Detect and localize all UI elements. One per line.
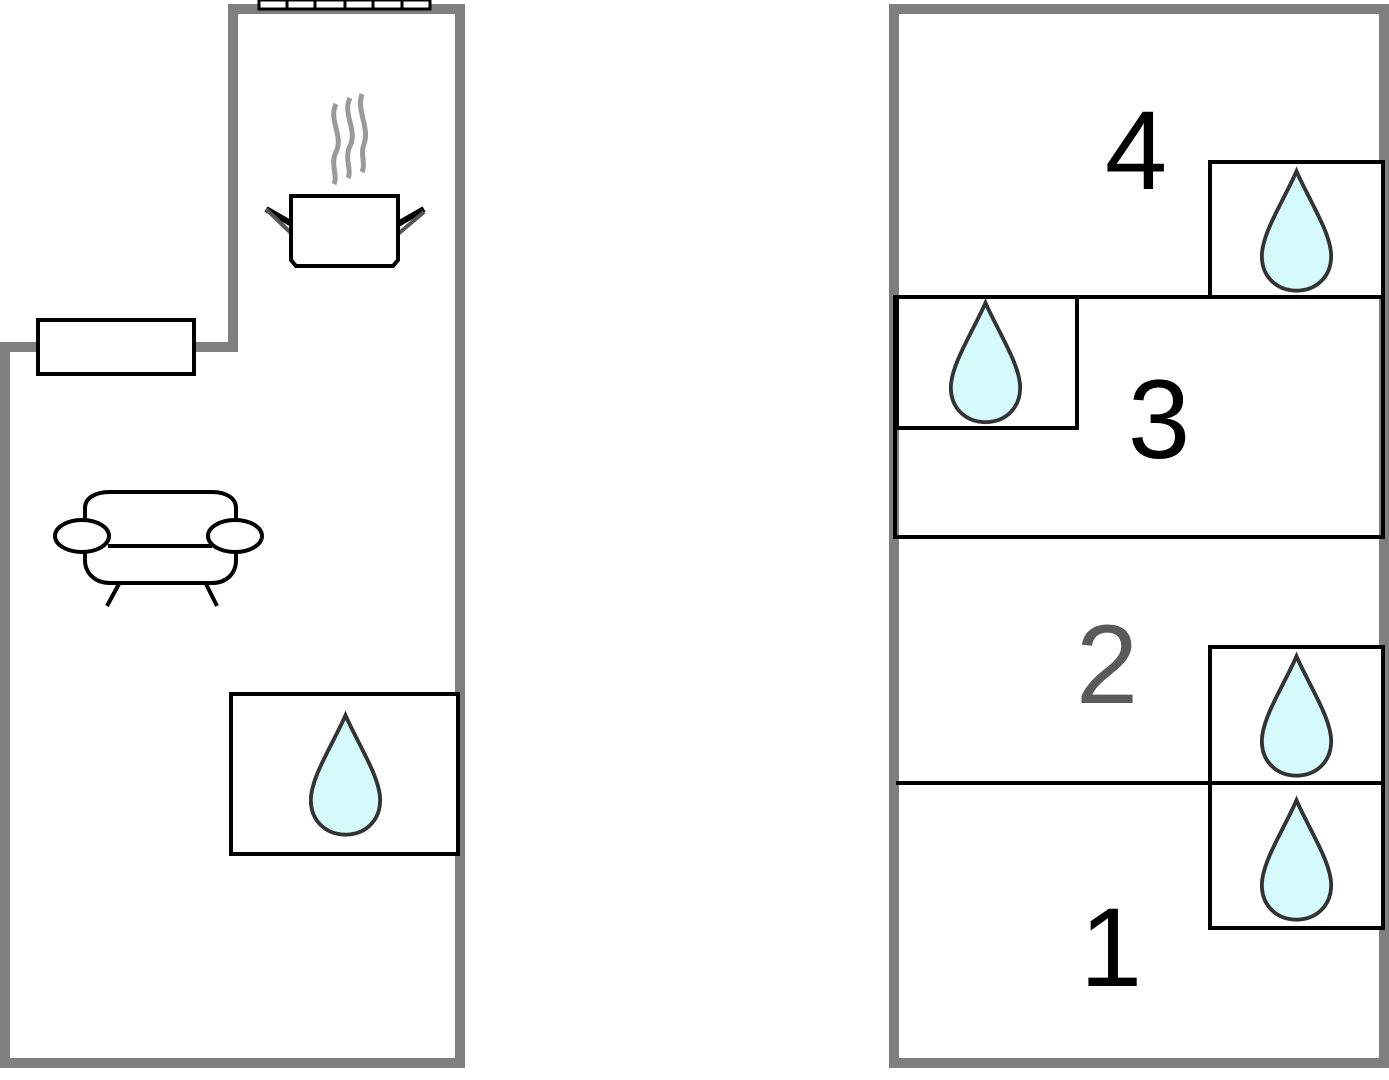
cooking-pot-icon — [264, 93, 426, 268]
left-floor-plan — [0, 0, 465, 1068]
right-floor-plan: 4 3 2 1 — [889, 4, 1389, 1068]
bathroom-room-1 — [1208, 781, 1385, 930]
left-plan-outer-wall — [0, 4, 465, 1068]
room-label-4: 4 — [1105, 88, 1167, 213]
bathroom-room-4 — [1208, 160, 1385, 299]
left-bathroom — [229, 692, 460, 856]
room-label-2: 2 — [1076, 602, 1138, 727]
radiator-icon — [36, 318, 196, 376]
sofa-icon — [53, 490, 264, 607]
room-label-1: 1 — [1080, 885, 1142, 1010]
bathroom-room-2 — [1208, 645, 1385, 785]
bathroom-room-3 — [895, 295, 1079, 430]
room-label-3: 3 — [1128, 357, 1190, 482]
window-icon — [257, 0, 432, 11]
